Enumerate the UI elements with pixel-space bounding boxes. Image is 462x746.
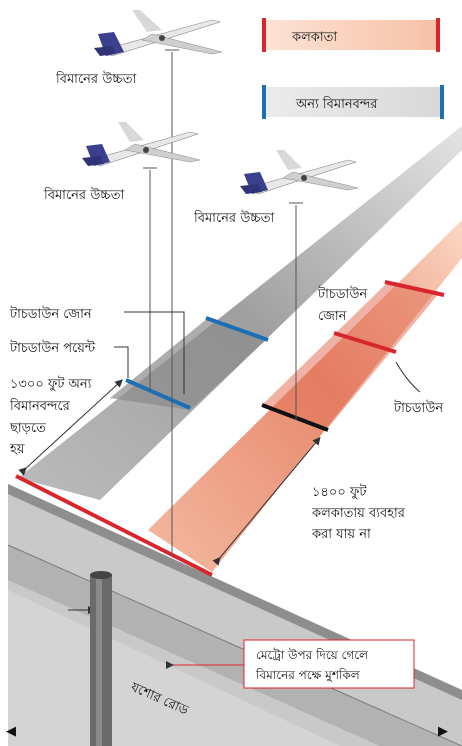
other-touchdown-point-line: [125, 378, 191, 410]
metro-pillar: [90, 571, 112, 746]
legend-kolkata-label: কলকাতা: [291, 30, 337, 45]
dist-1300-line-2: বিমানবন্দরে: [9, 398, 71, 414]
dist-1300-line-1: ১৩০০ ফুট অন্য: [10, 376, 92, 392]
plane-height-label-1: বিমানের উচ্চতা: [55, 71, 137, 87]
touchdown-point-label: টাচডাউন পয়েন্ট: [9, 340, 96, 356]
altitude-lines: [143, 49, 303, 556]
legend-kolkata: কলকাতা: [262, 18, 440, 52]
legend-other-airports: অন্য বিমানবন্দর: [262, 85, 444, 119]
legend-other-label: অন্য বিমানবন্দর: [295, 96, 378, 112]
plane-height-label-3: বিমানের উচ্চতা: [193, 210, 275, 226]
kolkata-touchdown-zone-line-2: [333, 331, 397, 354]
touchdown-zone-right-line-2: জোন: [318, 309, 347, 324]
other-touchdown-zone-line: [205, 316, 269, 342]
touchdown-label: টাচডাউন: [393, 400, 443, 416]
kolkata-threshold-line: [15, 474, 213, 577]
touchdown-zone-label-left: টাচডাউন জোন: [9, 306, 92, 322]
dist-1400-line-2: কলকাতায় ব্যবহার: [311, 506, 406, 521]
dist-1300-line-4: হয়: [9, 442, 25, 457]
dimension-arrows: [18, 311, 421, 614]
kolkata-runway-touchdown-shade: [262, 282, 440, 428]
next-arrow-icon[interactable]: ▶: [438, 724, 448, 739]
dist-1300-line-3: ছাড়তে: [9, 421, 46, 436]
airplane-icon: [82, 122, 201, 167]
metro-note-line-1: মেট্রো উপর দিয়ে গেলে: [256, 648, 369, 662]
kolkata-touchdown-point-line: [261, 403, 329, 432]
touchdown-zone-right-line-1: টাচডাউন: [317, 286, 367, 302]
dist-1400-line-3: করা যায় না: [311, 527, 371, 542]
plane-height-label-2: বিমানের উচ্চতা: [43, 187, 125, 203]
dist-1400-line-1: ১৪০০ ফুট: [312, 484, 367, 500]
kolkata-touchdown-zone-line-1: [384, 280, 445, 297]
airplane-icon: [240, 150, 359, 195]
prev-arrow-icon[interactable]: ◀: [6, 724, 16, 739]
metro-note-line-2: বিমানের পক্ষে মুশকিল: [255, 668, 361, 683]
other-airport-runway: [18, 126, 462, 500]
metro-note: মেট্রো উপর দিয়ে গেলে বিমানের পক্ষে মুশক…: [166, 639, 415, 689]
airplane-icon: [94, 10, 223, 57]
